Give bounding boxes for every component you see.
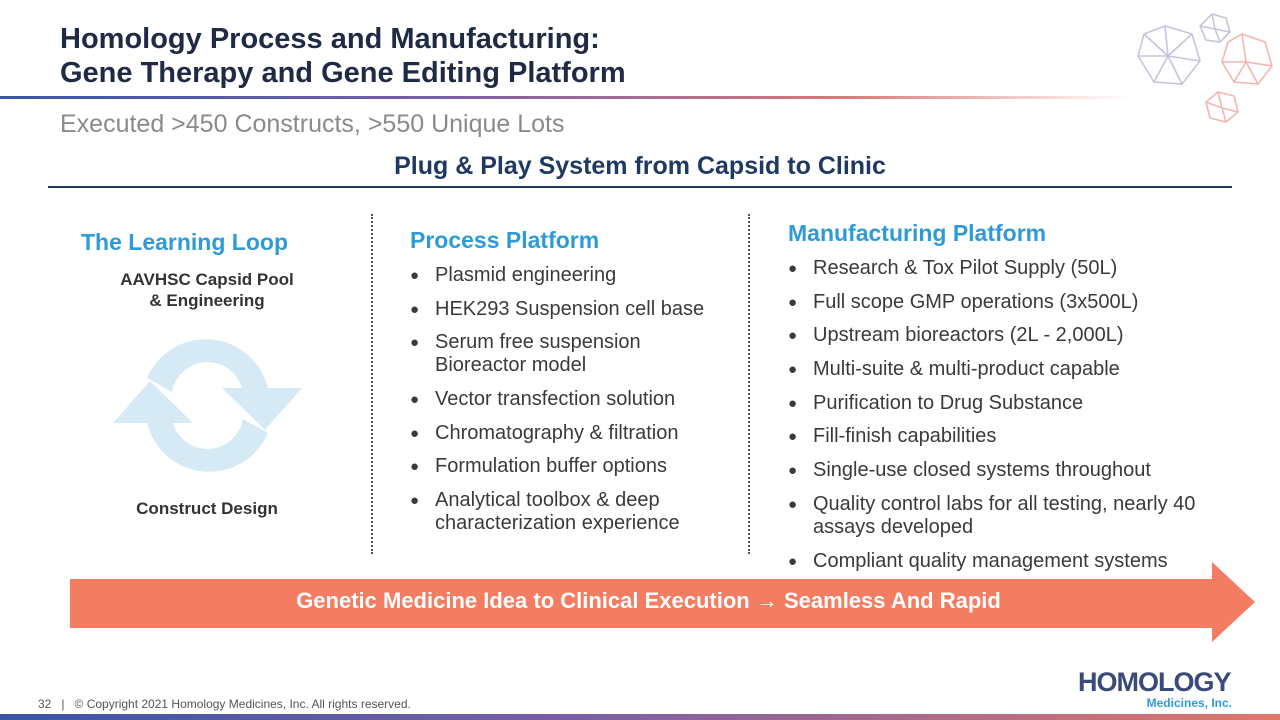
- list-item: Research & Tox Pilot Supply (50L): [788, 257, 1208, 280]
- cycle-arrows-icon: [113, 339, 302, 472]
- footer-separator: |: [61, 697, 65, 711]
- capsid-pool-label-line-1: AAVHSC Capsid Pool: [120, 270, 294, 289]
- list-item: Quality control labs for all testing, ne…: [788, 493, 1208, 539]
- arrow-caption: Genetic Medicine Idea to Clinical Execut…: [70, 588, 1227, 614]
- subtitle: Executed >450 Constructs, >550 Unique Lo…: [60, 110, 565, 138]
- construct-design-label: Construct Design: [136, 499, 278, 518]
- list-item: Chromatography & filtration: [410, 422, 730, 445]
- footer: 32 | © Copyright 2021 Homology Medicines…: [38, 697, 411, 711]
- list-item: Plasmid engineering: [410, 264, 730, 287]
- section-divider: [48, 186, 1232, 188]
- column-divider-right: [748, 214, 750, 554]
- right-arrow-icon: →: [755, 588, 778, 613]
- section-heading: Plug & Play System from Capsid to Clinic: [394, 152, 886, 180]
- list-item: Upstream bioreactors (2L - 2,000L): [788, 324, 1208, 347]
- manufacturing-platform-list: Research & Tox Pilot Supply (50L) Full s…: [788, 257, 1208, 583]
- logo-tagline: Medicines, Inc.: [1146, 696, 1232, 710]
- company-logo: HOMOLOGY Medicines, Inc.: [1078, 668, 1238, 710]
- capsid-decoration-icon: [1137, 13, 1273, 123]
- list-item: Formulation buffer options: [410, 455, 730, 478]
- arrow-caption-prefix: Genetic Medicine Idea to Clinical Execut…: [296, 588, 750, 613]
- learning-loop-heading: The Learning Loop: [81, 229, 288, 255]
- list-item: HEK293 Suspension cell base: [410, 298, 730, 321]
- process-platform-list: Plasmid engineering HEK293 Suspension ce…: [410, 264, 730, 546]
- logo-wordmark: HOMOLOGY: [1078, 667, 1232, 697]
- list-item: Full scope GMP operations (3x500L): [788, 291, 1208, 314]
- list-item: Multi-suite & multi-product capable: [788, 358, 1208, 381]
- list-item: Analytical toolbox & deep characterizati…: [410, 489, 730, 535]
- page-title-line-1: Homology Process and Manufacturing:: [60, 23, 600, 55]
- list-item: Single-use closed systems throughout: [788, 459, 1208, 482]
- capsid-pool-label: AAVHSC Capsid Pool & Engineering: [92, 269, 322, 311]
- page-title-line-2: Gene Therapy and Gene Editing Platform: [60, 57, 626, 89]
- page-title: Homology Process and Manufacturing: Gene…: [60, 22, 626, 90]
- column-divider-left: [371, 214, 373, 554]
- list-item: Vector transfection solution: [410, 388, 730, 411]
- title-divider: [0, 96, 1130, 99]
- process-platform-heading: Process Platform: [410, 227, 600, 253]
- copyright-text: © Copyright 2021 Homology Medicines, Inc…: [74, 697, 411, 711]
- list-item: Fill-finish capabilities: [788, 425, 1208, 448]
- arrow-caption-suffix: Seamless And Rapid: [784, 588, 1001, 613]
- capsid-pool-label-line-2: & Engineering: [149, 291, 265, 310]
- manufacturing-platform-heading: Manufacturing Platform: [788, 220, 1047, 246]
- process-arrow: [70, 562, 1255, 642]
- bottom-accent-bar: [0, 714, 1280, 720]
- list-item: Serum free suspension Bioreactor model: [410, 331, 730, 377]
- list-item: Purification to Drug Substance: [788, 392, 1208, 415]
- page-number: 32: [38, 697, 52, 711]
- list-item: Compliant quality management systems: [788, 550, 1208, 573]
